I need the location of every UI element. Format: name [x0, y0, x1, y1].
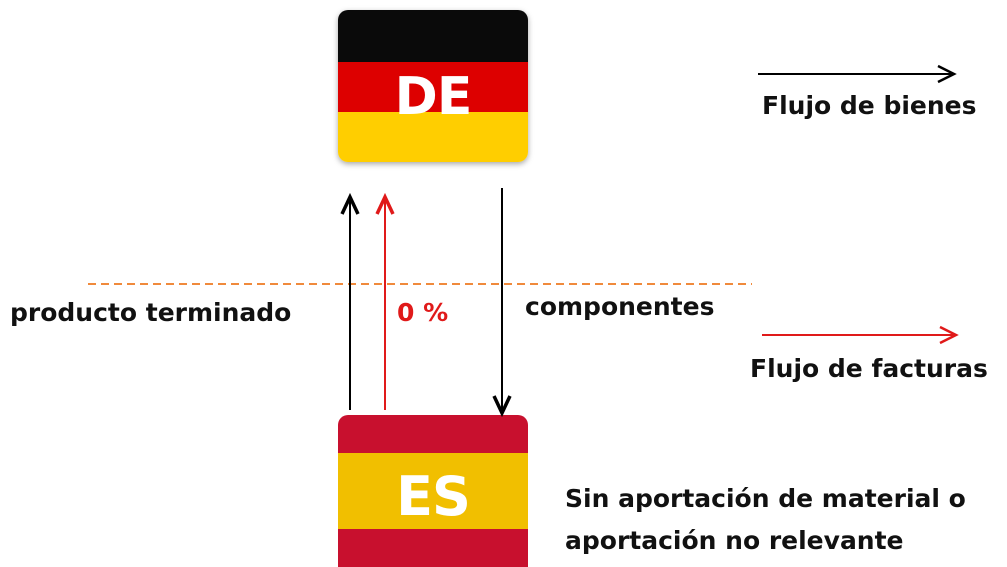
germany-flag: DE [338, 10, 528, 162]
flag-stripe-black [338, 10, 528, 62]
note-line-2: aportación no relevante [565, 526, 904, 555]
flag-stripe-yellow [338, 453, 528, 529]
goods-flow-legend: Flujo de bienes [762, 91, 977, 120]
invoice-percent-label: 0 % [397, 298, 449, 327]
arrowhead-up-red [375, 192, 395, 215]
country-code-de: DE [394, 67, 473, 127]
arrowhead-down-black [492, 395, 512, 418]
invoice-flow-legend: Flujo de facturas [750, 354, 988, 383]
flag-stripe-red [338, 62, 528, 112]
country-code-es: ES [396, 465, 471, 528]
spain-flag: ES [338, 415, 528, 567]
flag-stripe-red-top [338, 415, 528, 453]
arrowhead-up-black [340, 192, 360, 215]
components-label: componentes [525, 292, 715, 321]
note-line-1: Sin aportación de material o [565, 484, 966, 513]
flag-stripe-red-bottom [338, 529, 528, 567]
finished-product-label: producto terminado [10, 298, 292, 327]
flag-stripe-gold [338, 112, 528, 162]
legend-invoice-arrowhead [939, 325, 959, 345]
legend-goods-arrowhead [937, 64, 957, 84]
